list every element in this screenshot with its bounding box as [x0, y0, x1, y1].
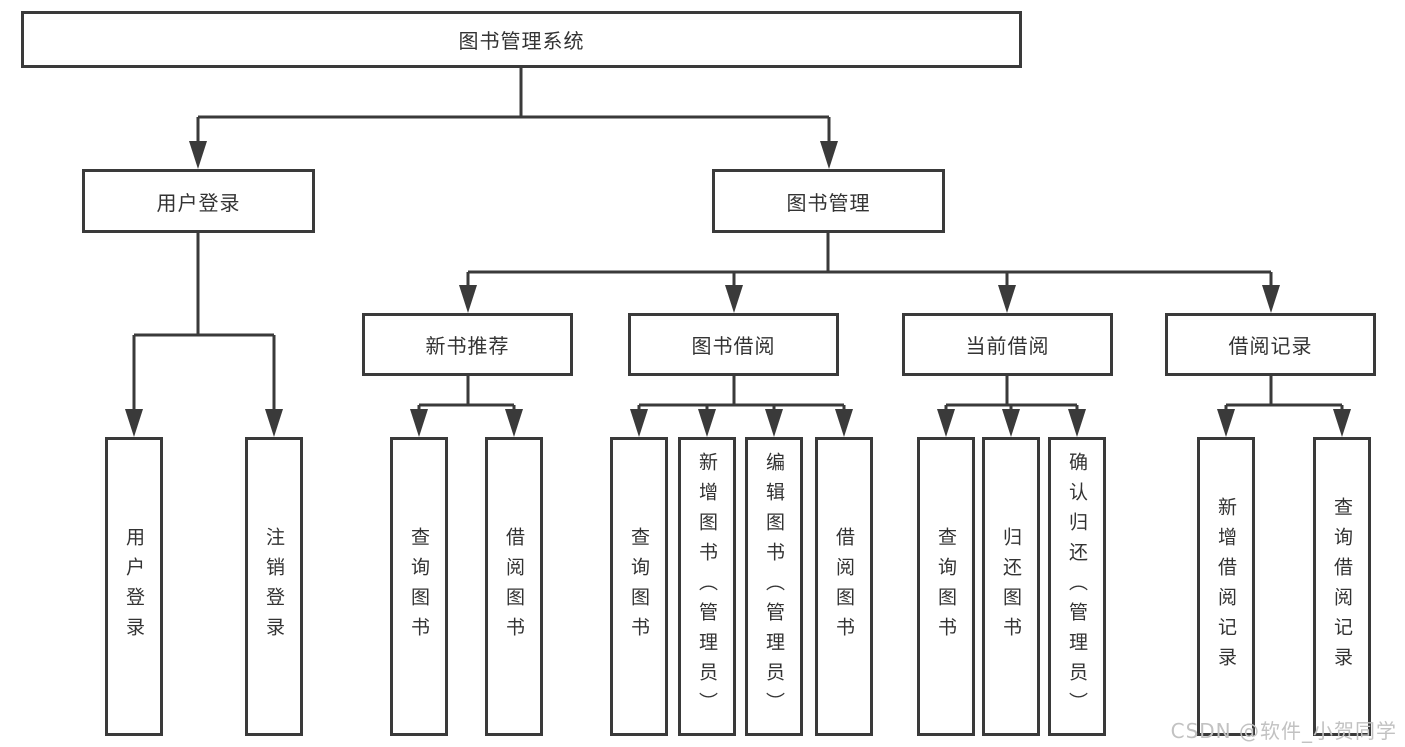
- arrowhead: [1262, 285, 1280, 313]
- connector-borrow-to-leaves: [637, 376, 846, 413]
- node-book-management: 图书管理: [712, 169, 945, 233]
- arrowhead: [265, 409, 283, 437]
- arrowhead: [459, 285, 477, 313]
- arrowhead: [189, 141, 207, 169]
- leaf-return-book: 归还图书: [982, 437, 1040, 736]
- arrowhead: [505, 409, 523, 437]
- leaf-borrow-books: 借阅图书: [815, 437, 873, 736]
- connector-login-to-leaves: [132, 233, 276, 413]
- leaf-query-books-borrowing: 查询图书: [610, 437, 668, 736]
- node-root: 图书管理系统: [21, 11, 1022, 68]
- leaf-logout: 注销登录: [245, 437, 303, 736]
- connector-records-to-leaves: [1224, 376, 1344, 413]
- arrowhead: [698, 409, 716, 437]
- node-current-borrowing: 当前借阅: [902, 313, 1113, 376]
- arrowhead: [725, 285, 743, 313]
- node-new-book-recommend: 新书推荐: [362, 313, 573, 376]
- connector-current-to-leaves: [944, 376, 1079, 413]
- leaf-query-books-recommend: 查询图书: [390, 437, 448, 736]
- arrowhead: [937, 409, 955, 437]
- arrowhead: [1333, 409, 1351, 437]
- arrowhead: [1002, 409, 1020, 437]
- leaf-query-books-current: 查询图书: [917, 437, 975, 736]
- arrowhead: [765, 409, 783, 437]
- arrowhead: [125, 409, 143, 437]
- leaf-edit-book-admin: 编辑图书（管理员）: [745, 437, 803, 736]
- watermark-text: CSDN @软件_小贺同学: [1170, 719, 1397, 743]
- connector-management-to-level2: [466, 233, 1273, 289]
- leaf-query-borrow-record: 查询借阅记录: [1313, 437, 1371, 736]
- leaf-add-borrow-record: 新增借阅记录: [1197, 437, 1255, 736]
- arrowhead: [820, 141, 838, 169]
- node-borrowing-records: 借阅记录: [1165, 313, 1376, 376]
- arrowhead: [1217, 409, 1235, 437]
- node-user-login: 用户登录: [82, 169, 315, 233]
- leaf-add-book-admin: 新增图书（管理员）: [678, 437, 736, 736]
- arrowhead: [835, 409, 853, 437]
- leaf-borrow-books-recommend: 借阅图书: [485, 437, 543, 736]
- leaf-user-login: 用户登录: [105, 437, 163, 736]
- node-book-borrowing: 图书借阅: [628, 313, 839, 376]
- arrowhead: [1068, 409, 1086, 437]
- arrowhead: [998, 285, 1016, 313]
- arrowhead: [410, 409, 428, 437]
- leaf-confirm-return-admin: 确认归还（管理员）: [1048, 437, 1106, 736]
- connector-recommend-to-leaves: [417, 376, 516, 413]
- connector-root-to-level1: [196, 68, 831, 145]
- arrowhead: [630, 409, 648, 437]
